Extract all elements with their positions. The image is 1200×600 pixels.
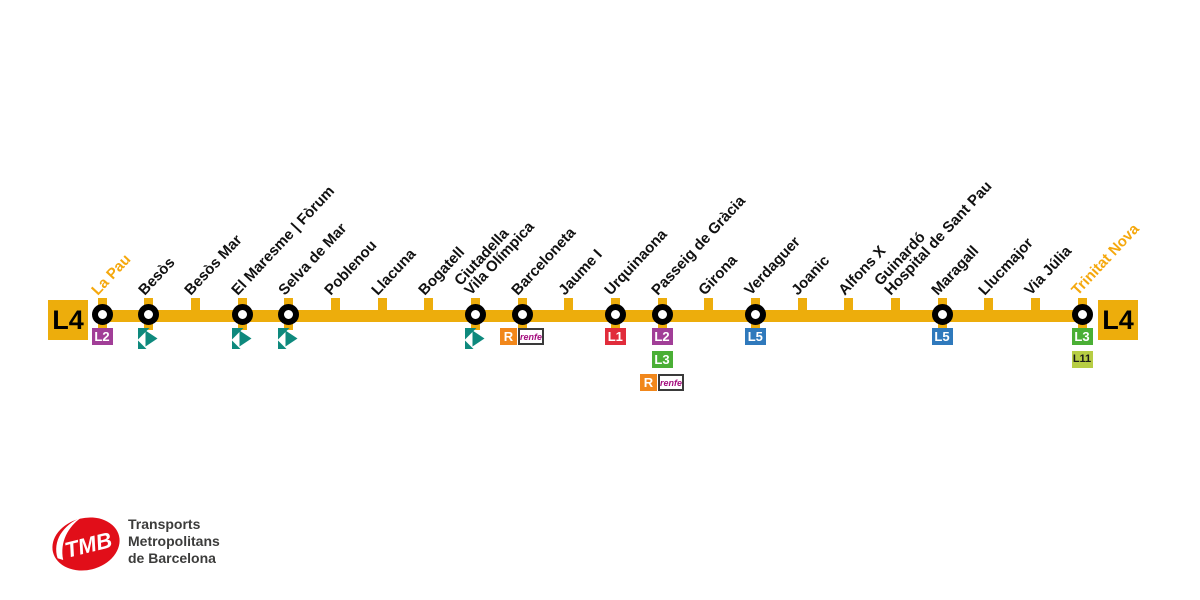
station-label-besos: Besòs [134,254,179,299]
rodalies-r-badge: R [640,374,657,391]
tmb-caption: Transports Metropolitans de Barcelona [128,516,220,567]
station-label-trinitat-nova: Trinitat Nova [1068,220,1143,299]
tram-icon [464,328,486,349]
renfe-badge: renfe [518,328,544,345]
interchange-marker-la-pau [91,304,113,325]
interchange-marker-barceloneta [511,304,533,325]
station-tick-jaume-i [564,298,574,311]
renfe-badge: renfe [658,374,684,391]
station-label-jaume-i: Jaume I [554,246,606,299]
tmb-swoosh-icon [56,517,82,560]
l4-route-line [95,310,1089,322]
station-tick-via-julia [1030,298,1040,311]
tmb-caption-line-1: Transports [128,516,201,532]
station-label-la-pau: La Pau [88,251,135,299]
connection-badge-l2: L2 [91,328,113,345]
station-tick-guinardo-hospital-de-sant-pau [890,298,900,311]
connection-badge-l3: L3 [1071,328,1093,345]
station-label-girona: Girona [694,251,741,299]
connection-badge-l3: L3 [651,351,673,368]
interchange-marker-trinitat-nova [1071,304,1093,325]
station-tick-besos-mar [190,298,200,311]
l4-terminal-badge-right: L4 [1098,300,1138,340]
station-tick-girona [704,298,714,311]
station-label-llacuna: Llacuna [368,245,420,299]
tram-icon [231,328,253,349]
station-tick-poblenou [330,298,340,311]
interchange-marker-el-maresme-forum [231,304,253,325]
tram-icon [278,328,299,349]
interchange-marker-besos [138,304,160,325]
rodalies-r-badge: R [500,328,517,345]
connection-badge-l5: L5 [931,328,953,345]
tmb-caption-line-3: de Barcelona [128,550,216,566]
interchange-marker-passeig-de-gracia [651,304,673,325]
connection-badge-l11: L11 [1071,351,1093,368]
station-tick-alfons-x [844,298,854,311]
station-label-joanic: Joanic [788,252,834,299]
interchange-marker-ciutadella-vila-olimpica [464,304,486,325]
station-label-line: Guinardó [871,228,930,290]
connection-badge-l2: L2 [651,328,673,345]
station-label-maragall: Maragall [928,242,983,299]
interchange-marker-urquinaona [604,304,626,325]
interchange-marker-verdaguer [744,304,766,325]
interchange-marker-maragall [931,304,953,325]
interchange-marker-selva-de-mar [278,304,300,325]
tmb-caption-line-2: Metropolitans [128,533,220,549]
tmb-logo: TMB [52,517,120,571]
l4-terminal-badge-left: L4 [48,300,88,340]
station-tick-llucmajor [984,298,994,311]
tmb-roundel: TMB [52,517,120,571]
tram-icon [138,328,159,349]
station-tick-joanic [797,298,807,311]
connection-badge-l1: L1 [604,328,626,345]
connection-badge-l5: L5 [744,328,766,345]
station-tick-llacuna [377,298,387,311]
station-tick-bogatell [424,298,434,311]
